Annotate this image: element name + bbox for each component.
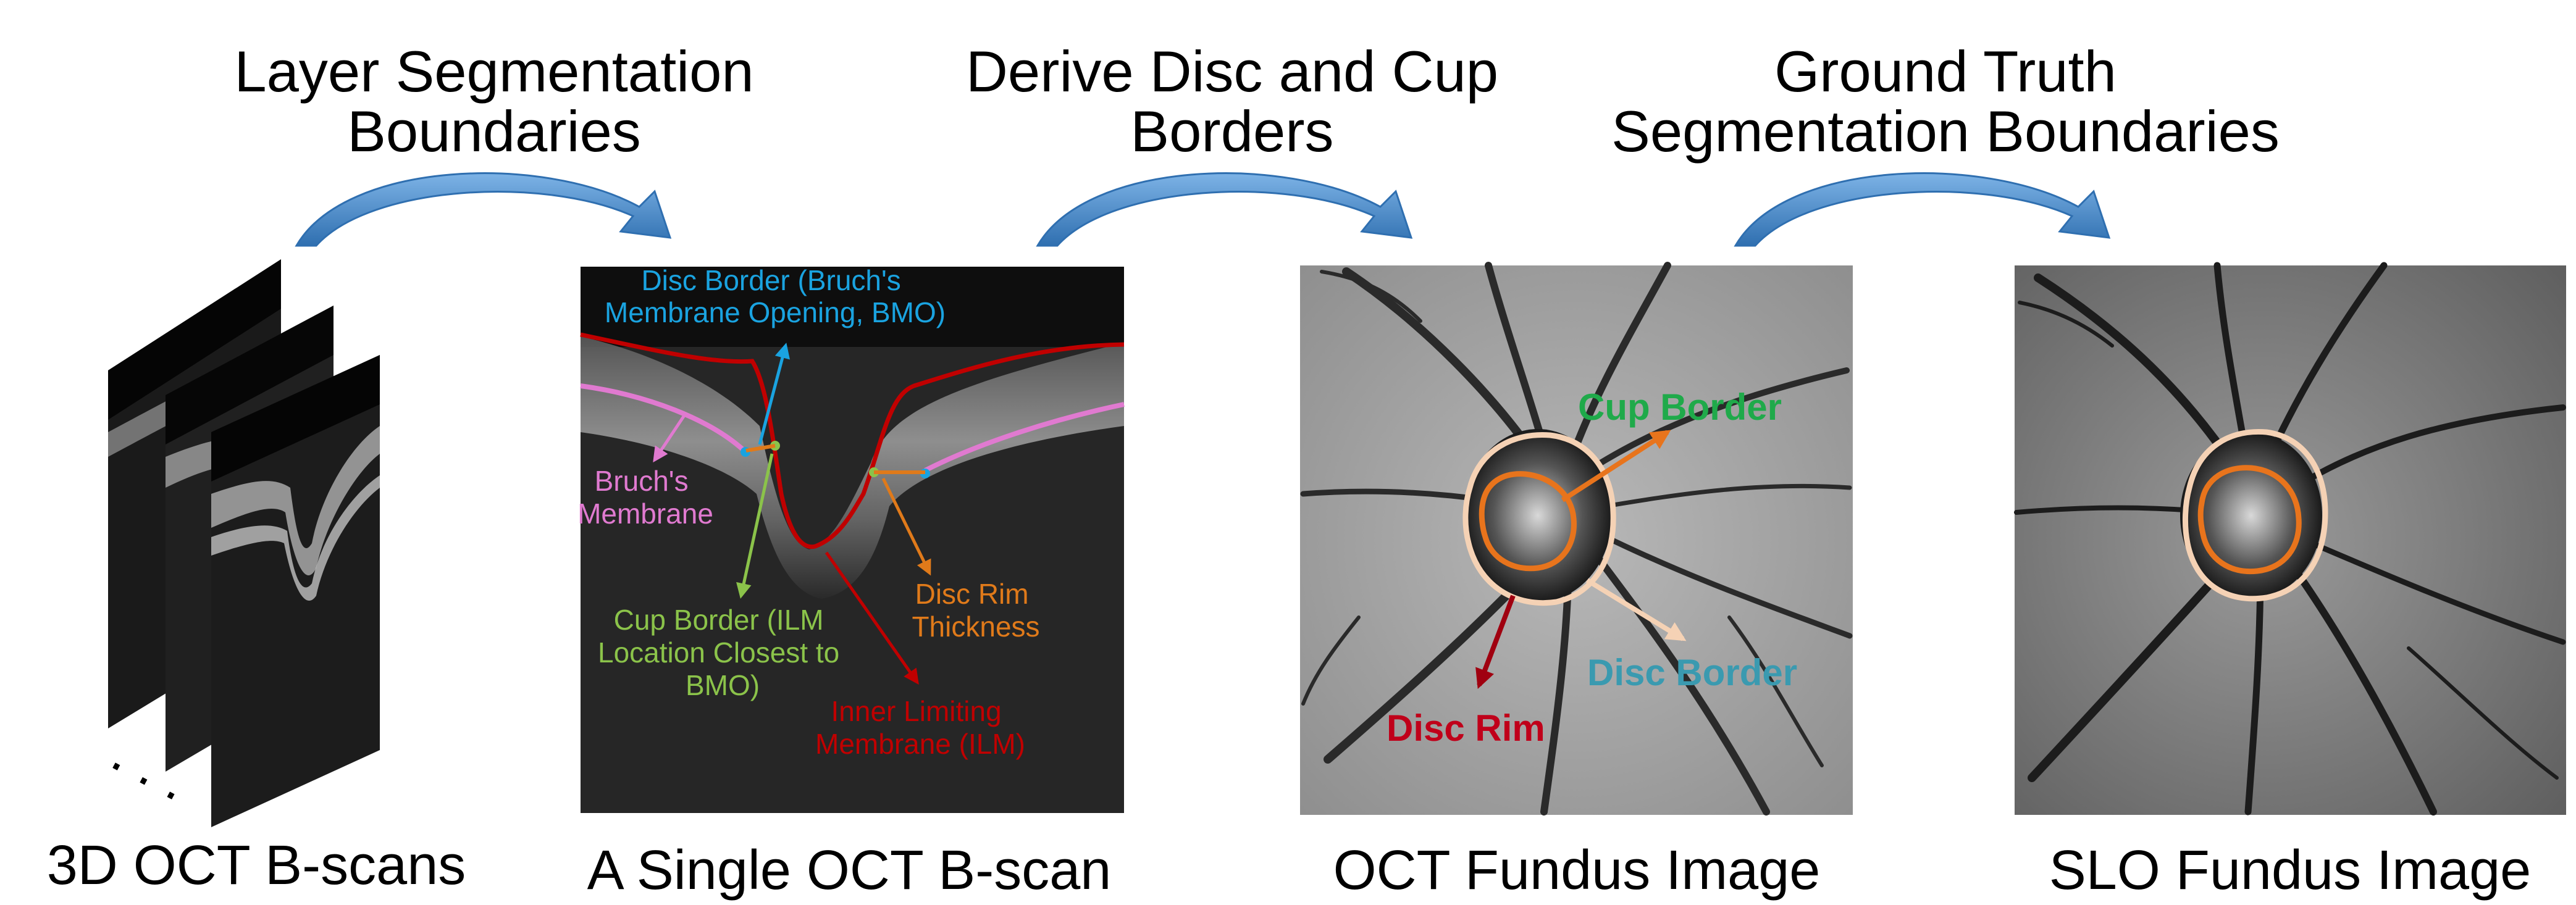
caption-oct-stack: 3D OCT B-scans: [47, 835, 466, 896]
ann-disc-border-line1: Disc Border (Bruch's: [641, 264, 900, 296]
step1-title-line2: Boundaries: [347, 99, 641, 164]
ann-disc-border-line2: Membrane Opening, BMO): [605, 296, 946, 328]
caption-slo-fundus: SLO Fundus Image: [2049, 840, 2531, 901]
oct-bscan-stack: [108, 259, 380, 827]
ann-cup-border-line1: Cup Border (ILM: [614, 604, 824, 636]
step2-title-line2: Borders: [1130, 99, 1333, 164]
step2-title-line1: Derive Disc and Cup: [966, 39, 1498, 104]
slo-fundus-image: [2014, 262, 2566, 815]
bscan-image: Disc Border (Bruch's Membrane Opening, B…: [577, 264, 1125, 813]
ann-rim-thickness-line2: Thickness: [912, 611, 1039, 643]
svg-text:Inner Limiting Membrane: Inner Limiting Membrane (ILM): [815, 695, 1025, 760]
step3-title-line2: Segmentation Boundaries: [1611, 99, 2280, 164]
ann-rim-thickness-line1: Disc Rim: [915, 578, 1029, 610]
step3-title-line1: Ground Truth: [1774, 39, 2117, 104]
caption-bscan: A Single OCT B-scan: [587, 840, 1112, 901]
ann-ilm-line2: Membrane (ILM): [815, 728, 1025, 760]
caption-oct-fundus: OCT Fundus Image: [1333, 840, 1821, 901]
disc-border-outline: [1462, 432, 1616, 606]
ilm-boundary: [580, 332, 1125, 549]
fundus-label-disc-rim: Disc Rim: [1387, 707, 1545, 749]
svg-text:Cup Border (ILM Location: Cup Border (ILM Location Closest to BMO): [598, 604, 847, 701]
svg-text:Disc Border (Bruch's Mem: Disc Border (Bruch's Membrane Opening, B…: [605, 264, 946, 328]
step1-title-line1: Layer Segmentation: [234, 39, 753, 104]
ann-ilm-line1: Inner Limiting: [831, 695, 1002, 727]
slo-cup-border-outline: [2197, 465, 2302, 575]
flow-arrow-3: [1734, 172, 2111, 247]
ann-cup-border-line3: BMO): [686, 669, 760, 701]
flow-arrow-2: [1036, 172, 1413, 247]
bruchs-membrane-line: [580, 383, 746, 453]
svg-text:Disc Rim Thickness: Disc Rim Thickness: [912, 578, 1039, 643]
slo-disc-border-outline: [2182, 428, 2328, 602]
flow-arrow-1: [295, 172, 672, 247]
ann-bruchs-line1: Bruch's: [595, 465, 689, 497]
svg-text:Bruch's Membrane: Bruch's Membrane: [577, 465, 713, 530]
oct-fundus-image: Cup Border Disc Border Disc Rim: [1300, 262, 1853, 815]
fundus-label-disc-border: Disc Border: [1587, 652, 1797, 693]
cup-border-outline: [1479, 471, 1577, 572]
ann-bruchs-line2: Membrane: [577, 498, 713, 530]
fundus-label-cup-border: Cup Border: [1578, 386, 1782, 428]
ann-cup-border-line2: Location Closest to: [598, 636, 839, 669]
